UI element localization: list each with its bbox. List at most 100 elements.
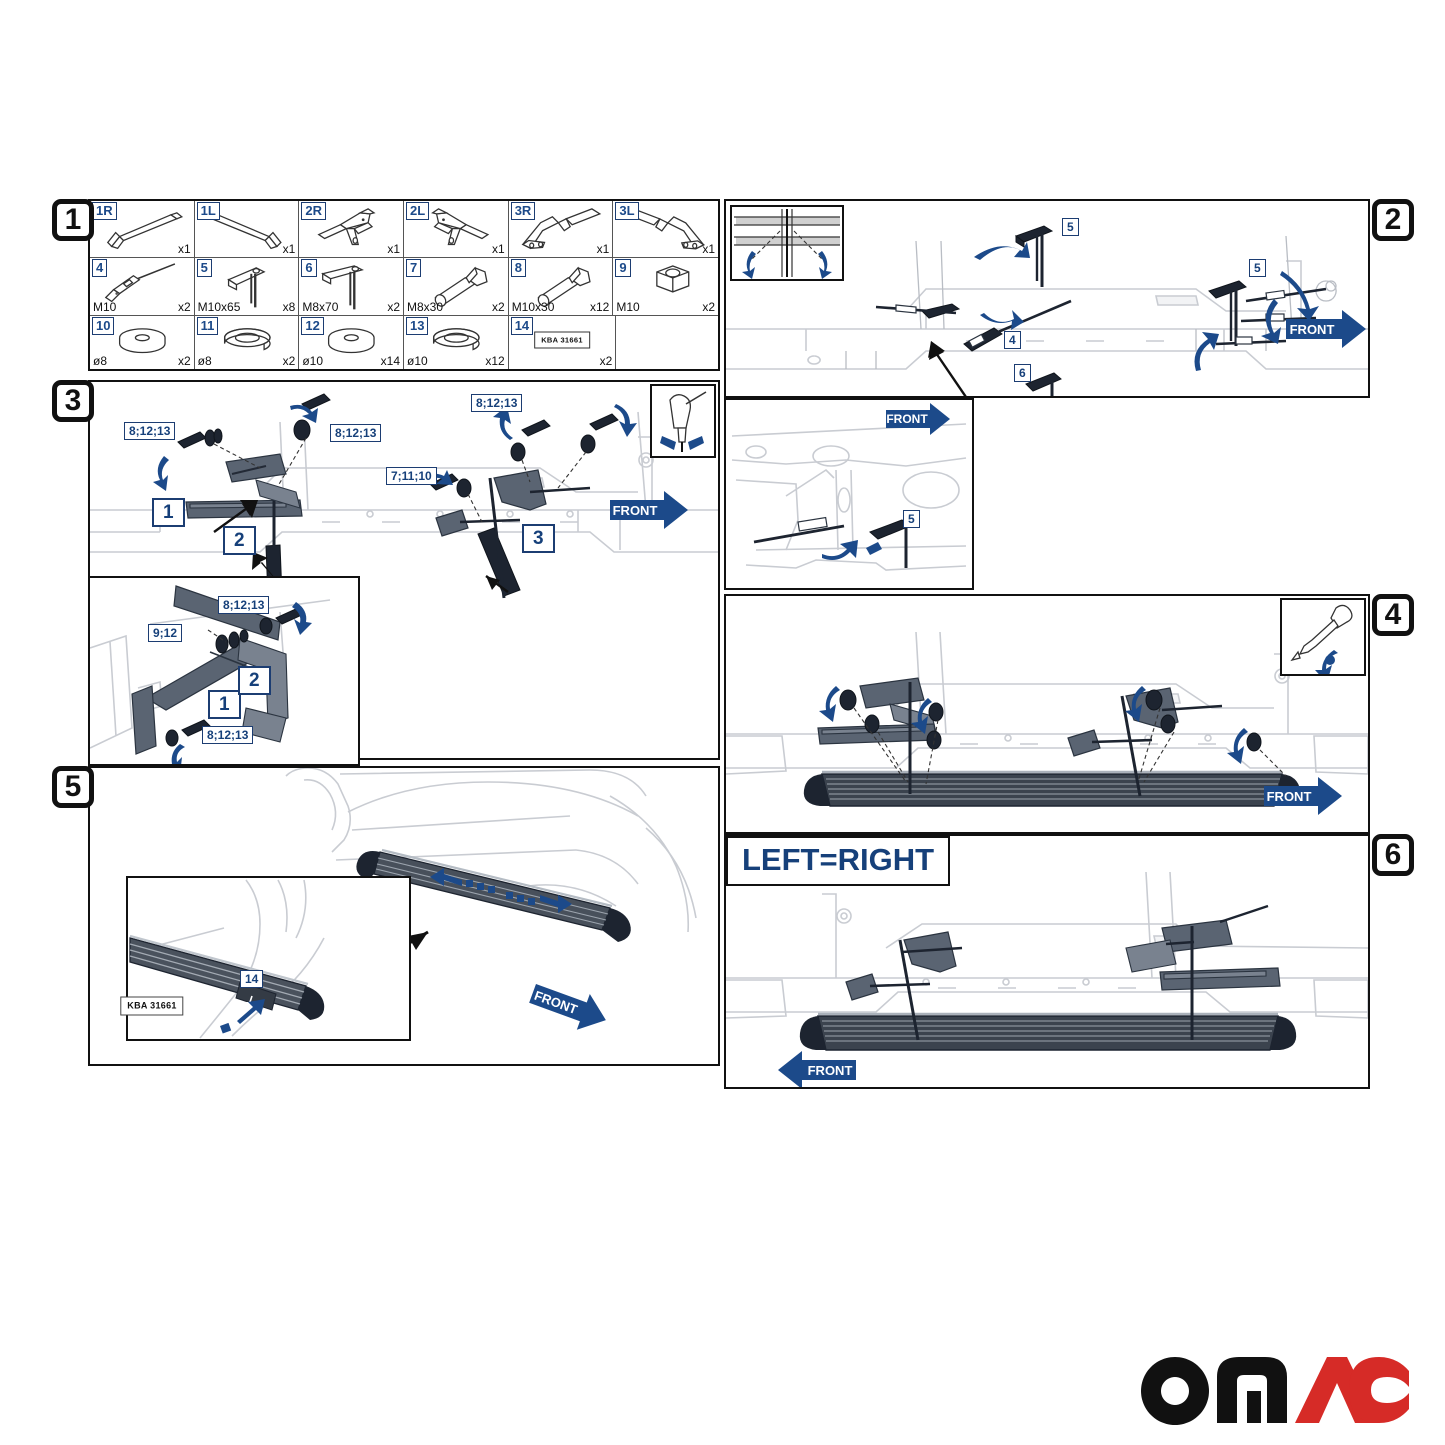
svg-text:FRONT: FRONT [886,412,928,426]
part-cell-2L: 2L x1 [404,201,509,257]
part-number: 5 [196,259,212,277]
part-cell-empty [616,316,719,369]
kba-sticker-label: KBA 31661 [120,996,184,1016]
part-qty: x1 [492,242,505,256]
part-qty: x8 [282,300,296,314]
part-cell-1R: 1R x1 [90,201,195,257]
callout-hardware-left: 8;12;13 [124,422,176,440]
part-number: 1R [92,202,117,220]
callout-hardware-top: 8;12;13 [218,596,270,614]
part-cell-14: KBA 31661 14 x2 [508,316,617,369]
parts-row-3: 10 ø8 x2 11 ø8 x2 12 [90,315,719,369]
callout-part-5-inset: 5 [903,510,920,528]
parts-row-1: 1R x1 1L x1 [90,201,719,257]
part-qty: x2 [702,300,716,314]
svg-text:FRONT: FRONT [808,1063,853,1078]
part-qty: x2 [177,300,191,314]
part-qty: x1 [702,242,716,256]
part-number: 3L [615,202,639,220]
svg-text:FRONT: FRONT [613,503,658,518]
part-qty: x12 [590,300,610,314]
part-number: 7 [406,259,422,277]
part-cell-11: 11 ø8 x2 [194,316,300,369]
callout-hardware-nut: 9;12 [148,624,183,642]
part-cell-2R: 2R x1 [299,201,405,257]
part-cell-3R: 3R x1 [508,201,614,257]
part-qty: x1 [596,242,610,256]
part-spec: ø10 [407,354,428,368]
part-qty: x1 [282,242,296,256]
part-number: 10 [92,317,115,335]
part-number: 3R [510,202,536,220]
part-qty: x14 [380,354,401,368]
callout-hardware-bolt7: 7;11;10 [386,467,437,485]
part-number: 9 [615,259,631,277]
part-number: 2L [406,202,430,220]
panel-6-frame: FRONT LEFT=RIGHT [724,834,1370,1089]
part-qty: x2 [177,354,191,368]
part-cell-8: 8 M10x30 x12 [508,258,614,315]
panel-4-frame: FRONT [724,594,1370,834]
part-spec: M8x30 [407,300,444,314]
callout-part-1: 1 [152,498,185,527]
part-qty: x2 [492,300,505,314]
callout-part-6: 6 [1014,364,1031,382]
callout-part-2-inset: 2 [238,666,271,695]
panel-badge-3: 3 [52,380,94,422]
part-cell-10: 10 ø8 x2 [90,316,195,369]
part-spec: M10 [616,300,640,314]
kba-sticker: KBA 31661 [534,331,590,349]
part-qty: x2 [282,354,296,368]
panel-3-tool-inset [650,384,716,458]
callout-part-1-inset: 1 [208,690,241,719]
part-number: 6 [301,259,317,277]
svg-text:FRONT: FRONT [1267,789,1312,804]
callout-part-14: 14 [240,970,264,988]
part-number: 12 [301,317,324,335]
part-number: 14 [510,317,534,335]
part-number: 4 [92,259,108,277]
part-qty: x2 [387,300,401,314]
panel-4-tool-inset [1280,598,1366,676]
panel-5-sticker-inset: 14 KBA 31661 [120,876,411,1041]
callout-part-3: 3 [522,524,555,553]
panel-badge-5: 5 [52,766,94,808]
part-spec: M10x30 [511,300,555,314]
part-cell-1L: 1L x1 [194,201,300,257]
part-cell-6: 6 M8x70 x2 [299,258,405,315]
part-qty: x1 [387,242,401,256]
parts-table: 1R x1 1L x1 [88,199,720,371]
panel-badge-2: 2 [1372,199,1414,241]
part-cell-7: 7 M8x30 x2 [404,258,509,315]
part-number: 2R [301,202,326,220]
part-cell-3L: 3L x1 [613,201,719,257]
callout-part-2: 2 [223,526,256,555]
part-cell-9: 9 M10 x2 [613,258,719,315]
part-spec: ø10 [302,354,324,368]
panel-3-sub-detail: 8;12;13 9;12 8;12;13 1 2 [88,576,360,766]
part-qty: x12 [485,354,505,368]
panel-5-frame: FRONT [88,766,720,1066]
omac-logo [1141,1355,1411,1427]
part-spec: M8x70 [302,300,339,314]
callout-part-4: 4 [1004,331,1021,349]
part-cell-13: 13 ø10 x12 [404,316,509,369]
callout-hardware-bottom: 8;12;13 [202,726,254,744]
panel-badge-1: 1 [52,199,94,241]
part-qty: x1 [177,242,191,256]
panel-2-frame: FRONT 5 5 4 6 [724,199,1370,398]
panel-badge-4: 4 [1372,594,1414,636]
part-cell-12: 12 ø10 x14 [299,316,405,369]
part-cell-5: 5 M10x65 x8 [194,258,300,315]
panel-badge-6: 6 [1372,834,1414,876]
part-number: 11 [196,317,219,335]
left-equals-right-note: LEFT=RIGHT [726,836,951,886]
part-qty: x2 [599,354,613,368]
part-spec: M10 [93,300,117,314]
part-number: 8 [510,259,526,277]
part-number: 13 [406,317,429,335]
callout-part-5-left: 5 [1062,218,1079,236]
part-spec: M10x65 [197,300,241,314]
part-cell-4: 4 M10 x2 [90,258,195,315]
